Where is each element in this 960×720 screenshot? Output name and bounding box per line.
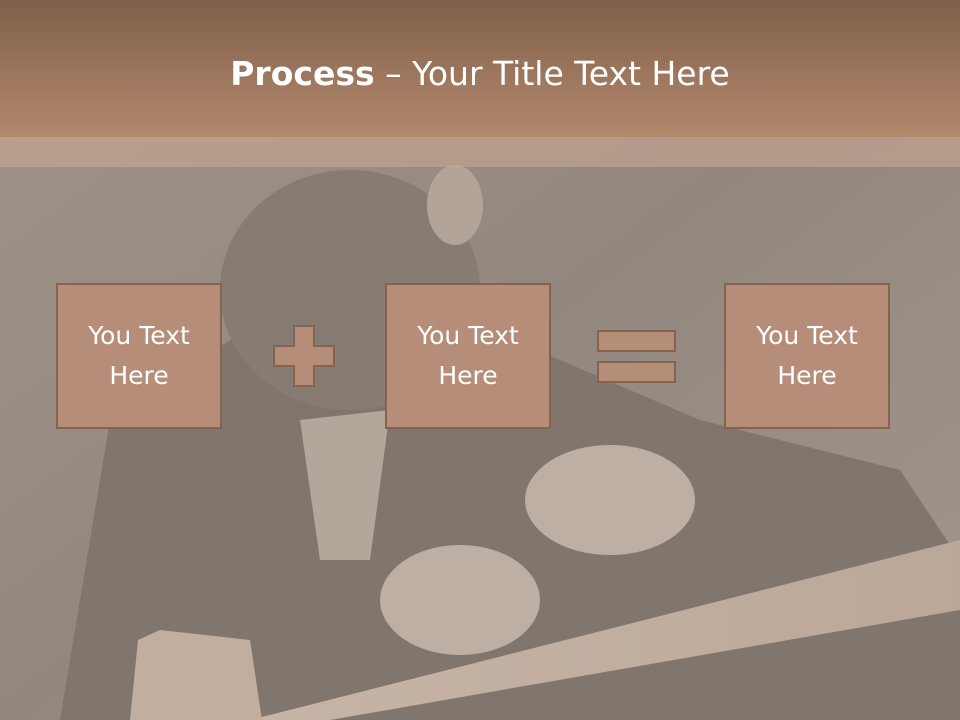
process-box-3-line2: Here [777,361,837,390]
process-box-1-line1: You Text [88,321,190,350]
title-bar-band [0,137,960,167]
process-box-2-line1: You Text [417,321,519,350]
process-box-1[interactable]: You Text Here [56,283,222,429]
process-box-2[interactable]: You Text Here [385,283,551,429]
title-bold-text: Process [230,54,375,93]
title-bar [0,0,960,137]
process-box-3[interactable]: You Text Here [724,283,890,429]
slide-title[interactable]: Process – Your Title Text Here [0,52,960,96]
title-rest-text: – Your Title Text Here [374,54,730,93]
process-box-2-line2: Here [438,361,498,390]
process-box-3-line1: You Text [756,321,858,350]
plus-icon [273,325,335,387]
equals-icon [597,330,676,383]
process-box-1-line2: Here [109,361,169,390]
